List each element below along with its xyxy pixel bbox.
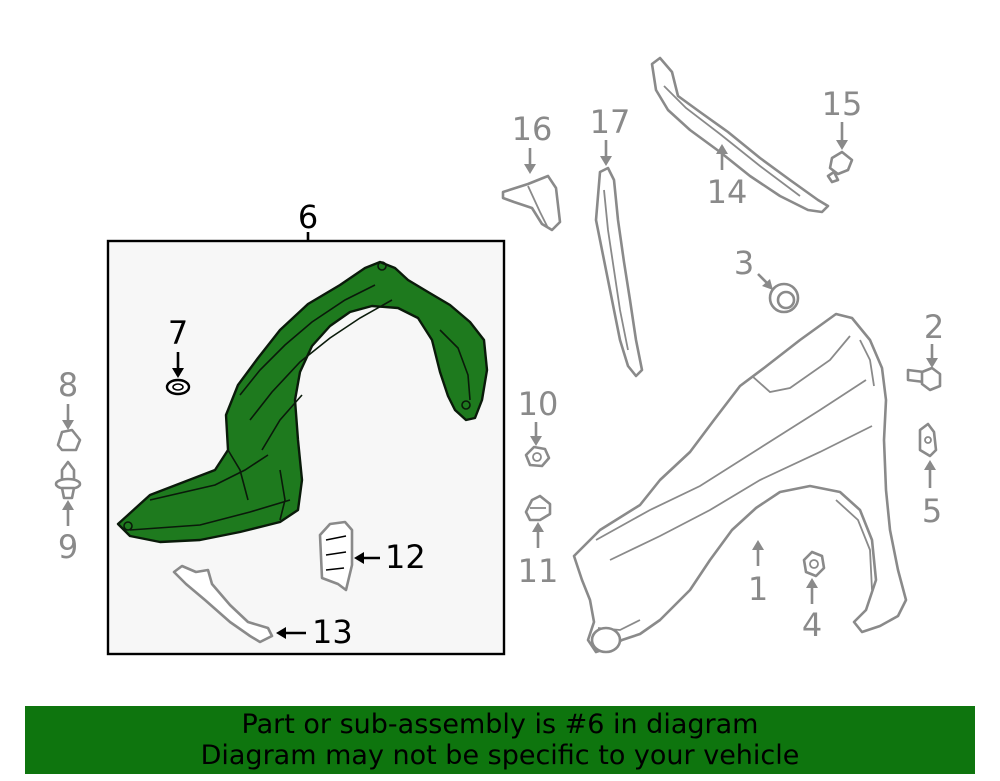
callout-11: 11	[518, 552, 559, 590]
callout-17: 17	[590, 103, 631, 141]
nut-part-4[interactable]	[802, 550, 826, 578]
callout-14: 14	[707, 173, 748, 211]
callout-10: 10	[518, 385, 559, 423]
callout-16: 16	[512, 110, 553, 148]
info-banner: Part or sub-assembly is #6 in diagram Di…	[25, 706, 975, 774]
callout-5: 5	[922, 492, 942, 530]
clip-part-15[interactable]	[826, 150, 854, 184]
fender-part-1[interactable]	[572, 312, 908, 654]
fender-liner-part-6[interactable]	[116, 260, 489, 544]
callout-1: 1	[748, 570, 768, 608]
callout-15: 15	[822, 85, 863, 123]
bracket-part-5[interactable]	[918, 422, 938, 458]
seal-strip-part-17[interactable]	[594, 166, 644, 378]
banner-line-1: Part or sub-assembly is #6 in diagram	[241, 709, 759, 740]
bracket-part-16[interactable]	[501, 174, 562, 232]
nut-part-10[interactable]	[524, 445, 551, 468]
callout-12: 12	[385, 538, 426, 576]
callout-9: 9	[58, 528, 78, 566]
splash-shield-part-12[interactable]	[318, 520, 354, 592]
support-bracket-part-14[interactable]	[650, 56, 830, 214]
bolt-part-2[interactable]	[906, 366, 942, 392]
callout-13: 13	[312, 613, 353, 651]
clip-part-11[interactable]	[524, 494, 552, 522]
bracket-part-13[interactable]	[172, 564, 274, 644]
callout-7: 7	[168, 314, 188, 352]
callout-4: 4	[802, 606, 822, 644]
washer-part-7[interactable]	[165, 378, 191, 396]
banner-line-2: Diagram may not be specific to your vehi…	[200, 740, 800, 771]
clip-part-8[interactable]	[56, 428, 82, 452]
grommet-part-3[interactable]	[768, 282, 800, 314]
callout-3: 3	[734, 244, 754, 282]
callout-8: 8	[58, 366, 78, 404]
screw-part-9[interactable]	[54, 460, 82, 500]
callout-2: 2	[924, 308, 944, 346]
callout-6: 6	[298, 198, 318, 236]
